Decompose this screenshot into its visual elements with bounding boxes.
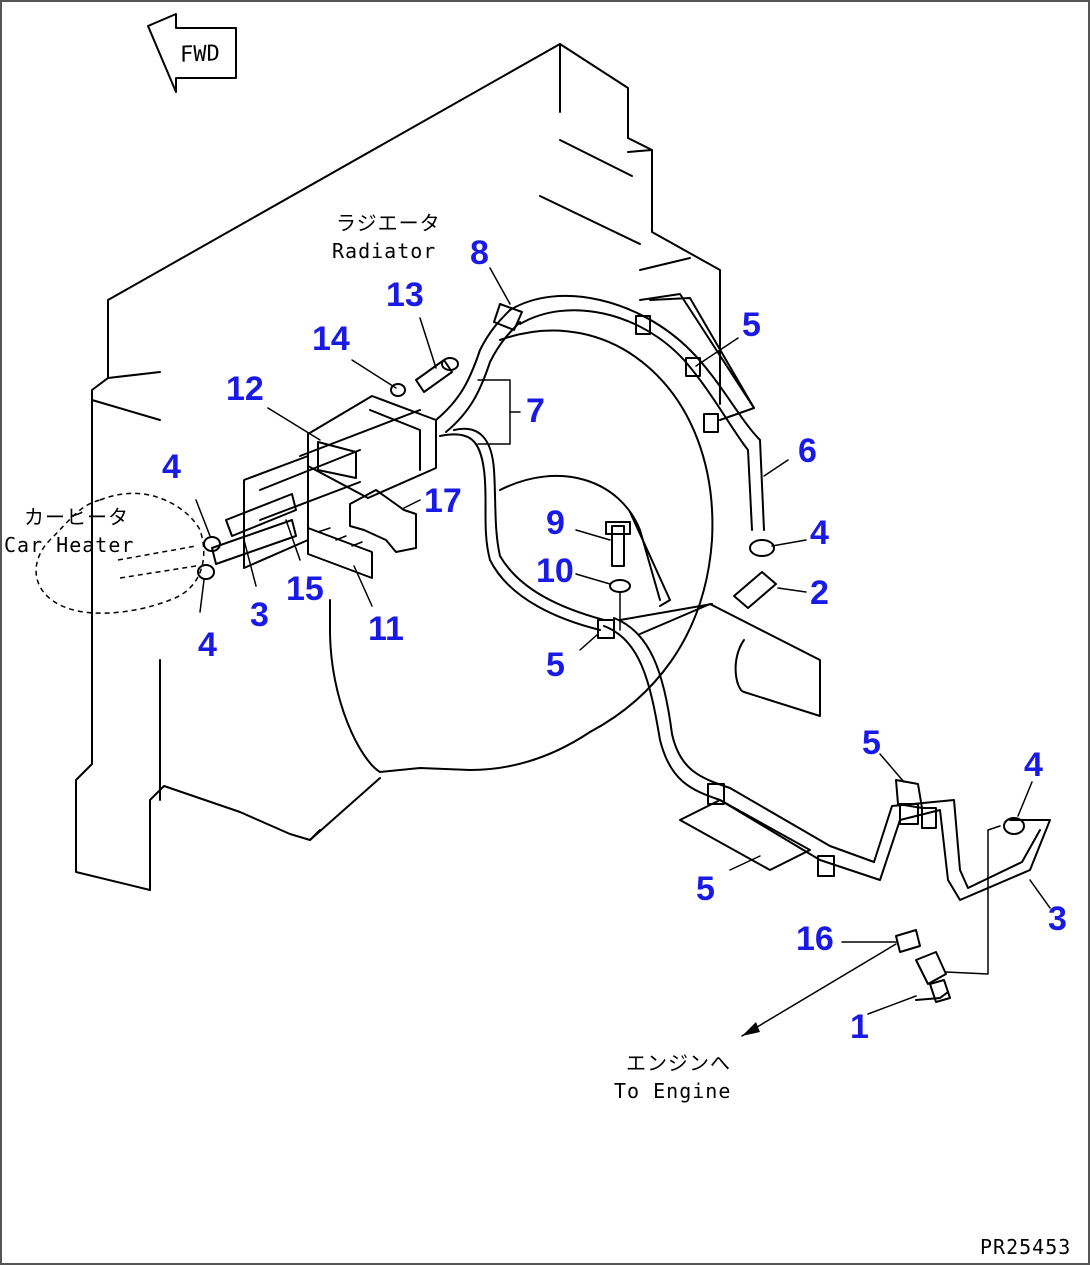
block-17	[349, 489, 417, 553]
engine-label-jp: エンジンへ	[626, 1051, 731, 1075]
callout-4-far-right: 4	[1024, 746, 1043, 784]
callout-4-lower-left: 4	[198, 626, 217, 664]
engine-label-en: To Engine	[614, 1079, 732, 1103]
callout-13: 13	[386, 276, 424, 314]
clamps	[597, 293, 937, 877]
callout-6: 6	[798, 432, 817, 470]
callout-12: 12	[226, 370, 264, 408]
car-heater-outline	[35, 492, 205, 614]
callout-7: 7	[526, 392, 545, 430]
fwd-label: FWD	[180, 41, 220, 68]
fwd-arrow-icon	[147, 13, 237, 93]
callout-5-right: 5	[862, 724, 881, 762]
radiator-outline	[75, 43, 821, 891]
callout-16: 16	[796, 920, 834, 958]
callout-5-middle: 5	[546, 646, 565, 684]
callout-3-left: 3	[250, 596, 269, 634]
bracket-assembly	[197, 357, 459, 580]
callout-8: 8	[470, 234, 489, 272]
callout-9: 9	[546, 504, 565, 542]
to-engine-line	[741, 943, 897, 1037]
callout-5-bottom: 5	[696, 870, 715, 908]
small-parts	[605, 521, 1025, 1003]
callout-11: 11	[368, 610, 404, 648]
hose-7	[435, 294, 1051, 901]
leader-lines	[195, 267, 1051, 1015]
block-11	[307, 527, 373, 579]
callout-5-top: 5	[742, 306, 761, 344]
drawing-number: PR25453	[980, 1235, 1072, 1259]
to-engine-arrow-icon	[742, 1022, 760, 1036]
car-heater-label-en: Car Heater	[4, 533, 135, 557]
callout-3-right: 3	[1048, 900, 1067, 938]
car-heater-label-jp: カーヒータ	[24, 505, 129, 529]
callout-2: 2	[810, 574, 829, 612]
callout-15: 15	[286, 570, 324, 608]
callout-4-right-upper: 4	[810, 514, 829, 552]
radiator-label-en: Radiator	[332, 239, 437, 263]
callout-14: 14	[312, 320, 350, 358]
callout-10: 10	[536, 552, 574, 590]
callout-4-upper-left: 4	[162, 448, 181, 486]
callout-17: 17	[424, 482, 462, 520]
callout-1: 1	[850, 1008, 869, 1046]
radiator-label-jp: ラジエータ	[336, 211, 441, 235]
